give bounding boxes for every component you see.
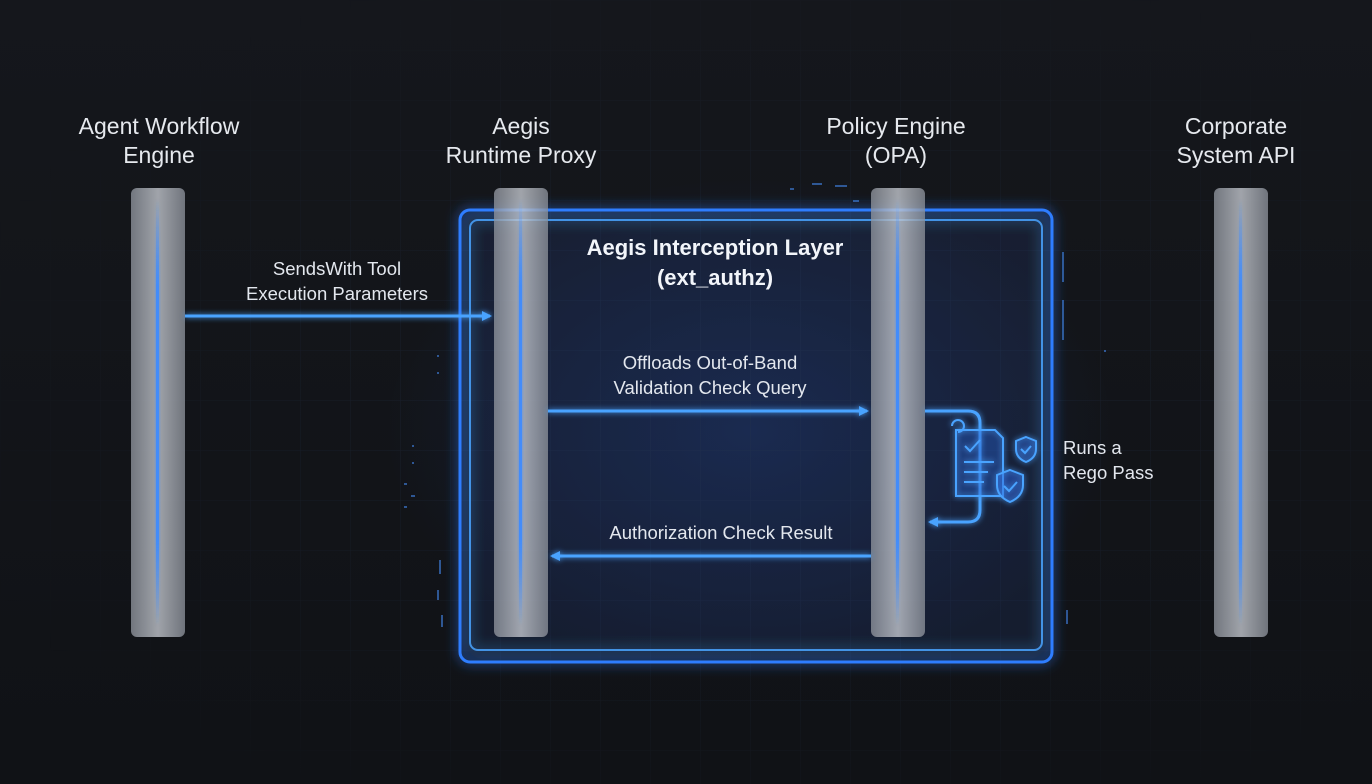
lifeline-corporate-system-api [1214,188,1268,637]
participant-title-policy-engine-opa: Policy Engine(OPA) [826,113,966,168]
interception-layer-title: Aegis Interception Layer(ext_authz) [586,235,844,290]
lifeline-policy-engine-opa [871,188,925,637]
lifeline-aegis-runtime-proxy [494,188,548,637]
policy-document-shield-icon [951,419,1037,504]
lifeline-agent-workflow-engine [131,188,185,637]
message-label-authorization-check-result: Authorization Check Result [609,522,833,543]
data-speckle-decoration [404,183,1106,627]
